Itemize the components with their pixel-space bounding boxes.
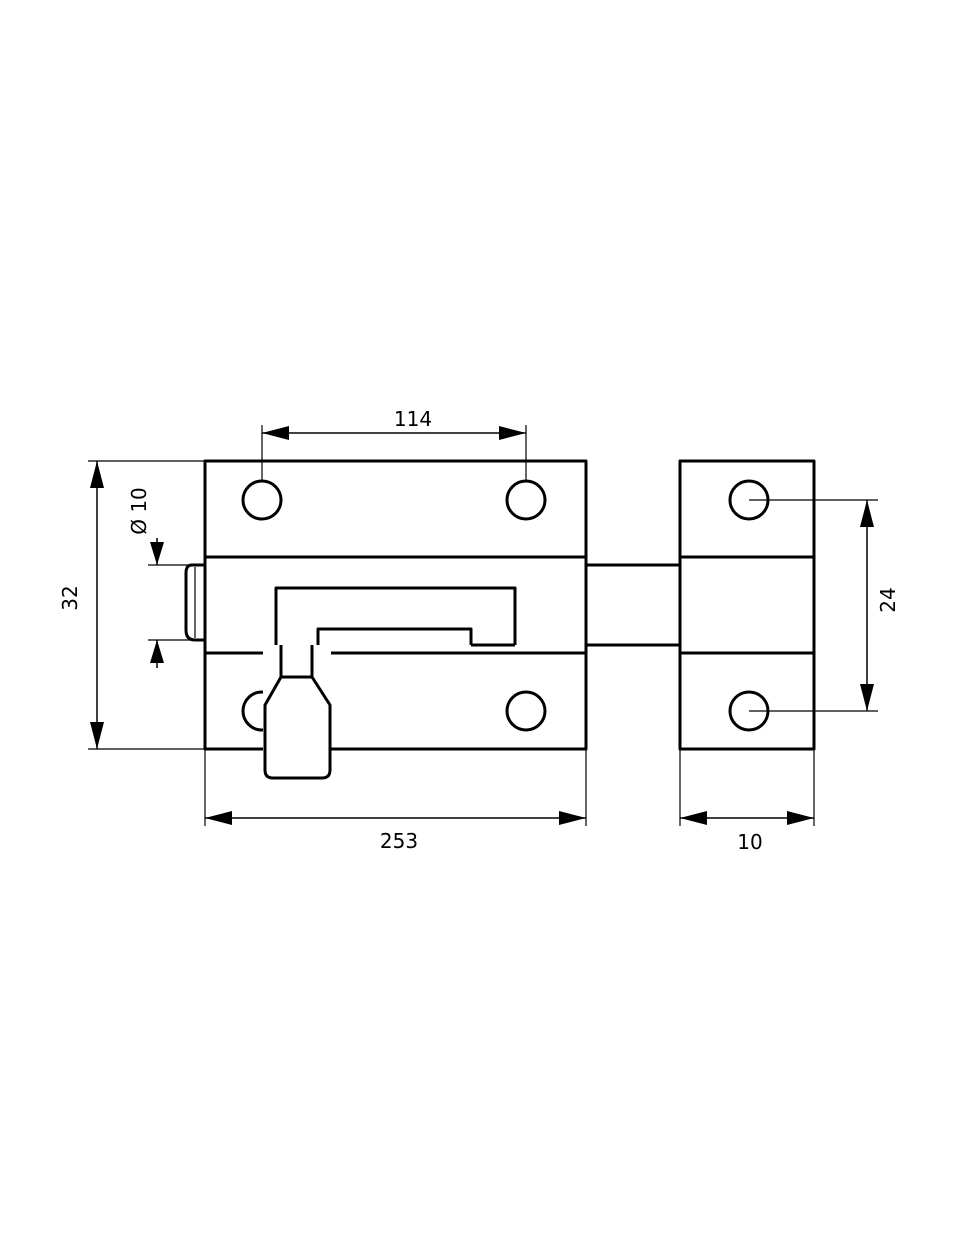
- slot-outline: [274, 586, 517, 645]
- keeper-plate: [678, 459, 816, 751]
- dimension-label-114: 114: [394, 407, 432, 431]
- dimension-label-32: 32: [58, 585, 82, 610]
- mounting-hole-top-right: [505, 479, 547, 521]
- bolt-handle: [263, 645, 332, 780]
- slot-inner-step: [316, 627, 473, 645]
- dimension-label-diameter: Ø 10: [127, 487, 151, 535]
- dimension-hole-spacing: 114: [261, 407, 527, 481]
- dimension-diameter: Ø 10: [127, 487, 205, 668]
- dimension-length: 253: [204, 749, 587, 853]
- dimension-height: 32: [58, 460, 205, 750]
- dimension-label-253: 253: [380, 829, 418, 853]
- handle-knob: [263, 676, 332, 780]
- handle-neck: [279, 645, 314, 679]
- keeper: [678, 459, 816, 751]
- bolt-plate: [203, 459, 588, 751]
- dimension-keeper-width: 10: [679, 749, 815, 854]
- mounting-hole-bottom-right: [505, 690, 547, 732]
- dimension-label-10: 10: [737, 830, 762, 854]
- dimension-label-24: 24: [876, 587, 900, 612]
- bolt-slot: [274, 586, 517, 647]
- mounting-hole-top-left: [241, 479, 283, 521]
- bolt-body: [203, 459, 588, 751]
- bolt-rod: [184, 563, 680, 647]
- dimension-keeper-hole-spacing: 24: [749, 499, 900, 712]
